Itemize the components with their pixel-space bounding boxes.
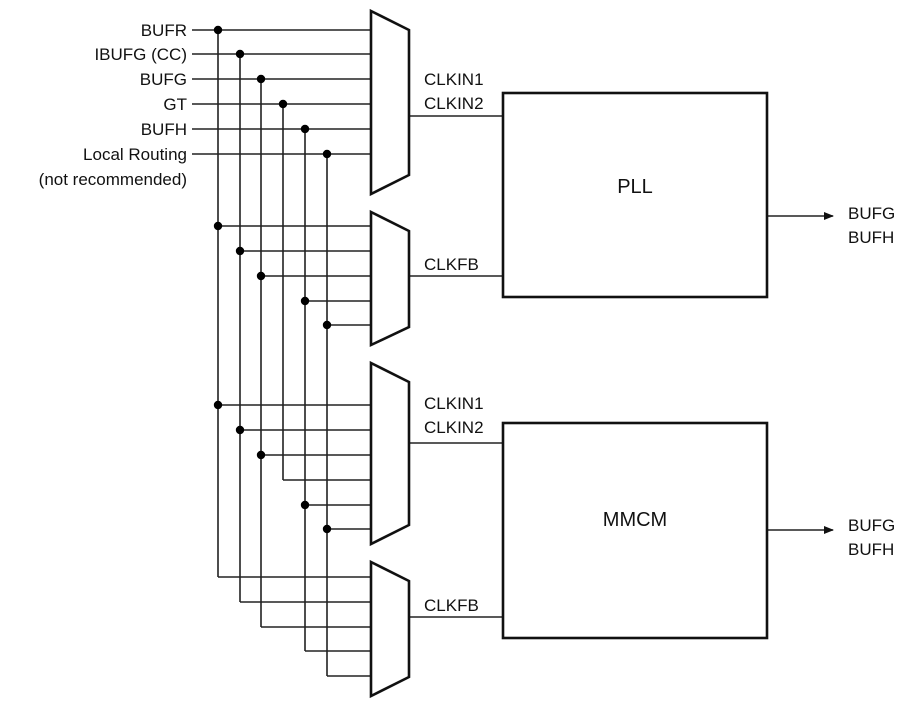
input-label-local-routing: Local Routing (83, 145, 187, 164)
junction-dot-ibufg (235, 49, 245, 59)
wire-layer (192, 29, 834, 677)
mmcm-block-label: MMCM (603, 509, 667, 531)
junction-dot-bufr (213, 25, 223, 35)
junction-dot-bufg (256, 74, 266, 84)
junction-dot-gt (278, 99, 288, 109)
mmcm-clkfb-mux (369, 559, 411, 699)
junction-layer (213, 25, 332, 534)
pll-clkfb-label: CLKFB (424, 255, 479, 274)
pll-output-bufh-label: BUFH (848, 228, 894, 247)
mmcm-clkin-mux-junction-dot-local (322, 524, 332, 534)
mmcm-block (501, 421, 769, 640)
pll-clkfb-mux-junction-dot-bufr (213, 221, 223, 231)
pll-clkfb-mux-junction-dot-bufg (256, 271, 266, 281)
pll-clkfb-mux-junction-dot-ibufg (235, 246, 245, 256)
label-layer: BUFR IBUFG (CC) BUFG GT BUFH Local Routi… (39, 21, 896, 615)
mmcm-clkin2-label: CLKIN2 (424, 418, 484, 437)
input-label-bufg: BUFG (140, 70, 187, 89)
pll-clkin-mux (369, 8, 411, 197)
mmcm-clkin1-label: CLKIN1 (424, 394, 484, 413)
pll-output-bufg-label: BUFG (848, 204, 895, 223)
mmcm-clkfb-label: CLKFB (424, 596, 479, 615)
shape-layer (369, 8, 769, 699)
input-note-not-recommended: (not recommended) (39, 170, 187, 189)
pll-clkin1-label: CLKIN1 (424, 70, 484, 89)
mmcm-clkin-mux (369, 360, 411, 547)
input-label-bufh: BUFH (141, 120, 187, 139)
input-label-gt: GT (163, 95, 187, 114)
junction-dot-local (322, 149, 332, 159)
mmcm-clkin-mux-junction-dot-ibufg (235, 425, 245, 435)
pll-clkin2-label: CLKIN2 (424, 94, 484, 113)
input-label-bufr: BUFR (141, 21, 187, 40)
pll-block (501, 91, 769, 299)
junction-dot-bufh (300, 124, 310, 134)
pll-block-label: PLL (617, 176, 653, 198)
mmcm-clkin-mux-junction-dot-bufg (256, 450, 266, 460)
input-label-ibufg: IBUFG (CC) (94, 45, 187, 64)
mmcm-clkin-mux-junction-dot-bufr (213, 400, 223, 410)
mmcm-clkin-mux-junction-dot-bufh (300, 500, 310, 510)
mmcm-output-bufg-label: BUFG (848, 516, 895, 535)
pll-clkfb-mux (369, 209, 411, 348)
pll-clkfb-mux-junction-dot-bufh (300, 296, 310, 306)
mmcm-output-bufh-label: BUFH (848, 540, 894, 559)
pll-clkfb-mux-junction-dot-local (322, 320, 332, 330)
